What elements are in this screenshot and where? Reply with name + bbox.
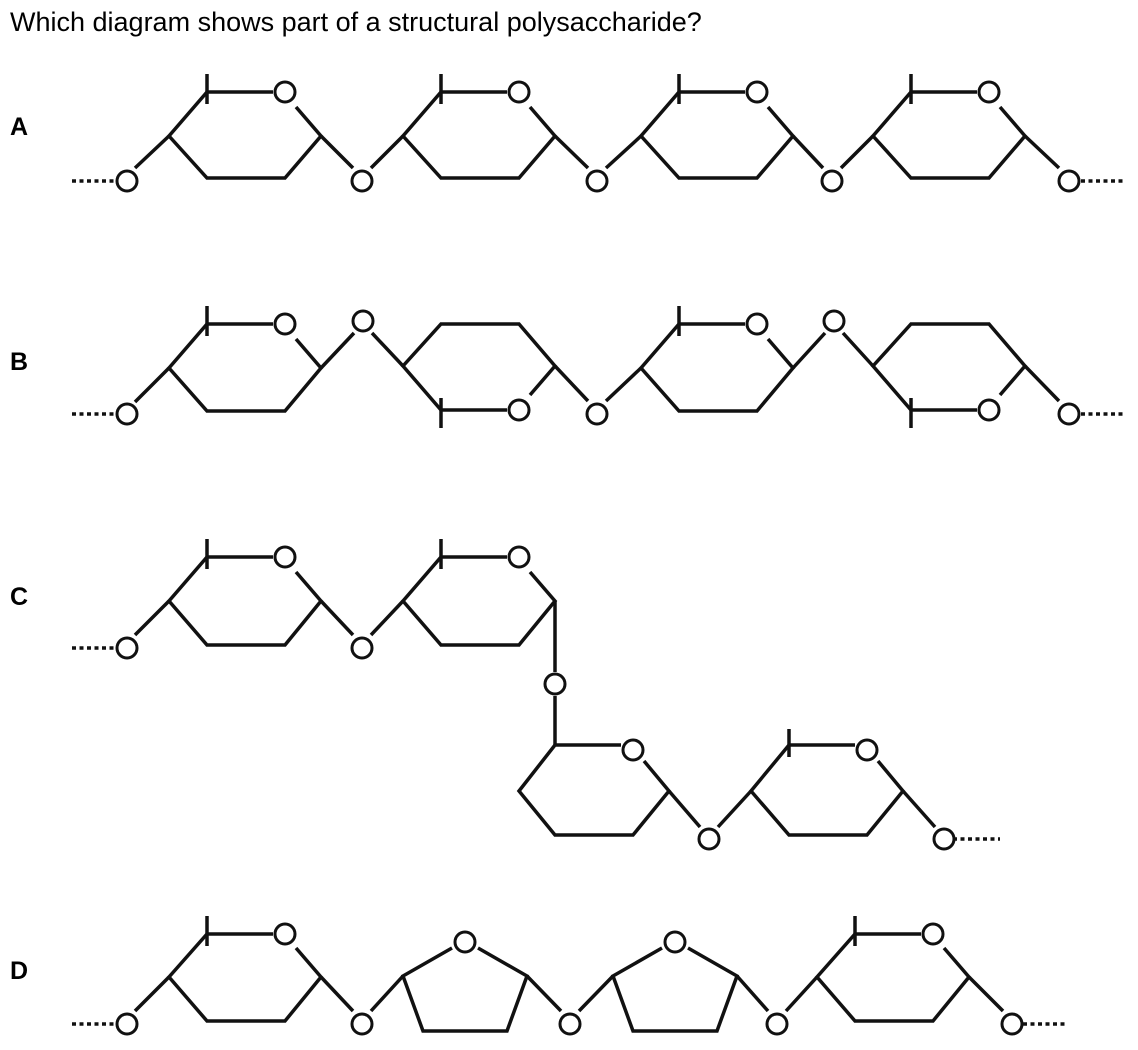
glycosidic-oxygen <box>932 827 956 851</box>
question-text: Which diagram shows part of a structural… <box>10 7 702 37</box>
glycosidic-oxygen <box>350 169 374 193</box>
glucose-ring-1 <box>166 306 324 413</box>
ring-oxygen <box>977 80 1001 104</box>
ring-oxygen <box>273 312 297 336</box>
option-label-b[interactable]: B <box>10 348 29 376</box>
glycosidic-oxygen <box>765 1012 789 1036</box>
ring-oxygen <box>921 922 945 946</box>
diagram-d[interactable] <box>72 916 1068 1036</box>
ring-oxygen <box>621 738 645 762</box>
ring-oxygen <box>273 922 297 946</box>
glucose-ring-1 <box>166 74 324 180</box>
glucose-ring-4 <box>870 74 1028 180</box>
glycosidic-oxygen <box>1000 1012 1024 1036</box>
ring-oxygen <box>453 930 477 954</box>
glucose-ring-3 <box>516 738 672 837</box>
ring-oxygen <box>507 545 531 569</box>
glycosidic-oxygen <box>822 309 846 333</box>
option-label-a[interactable]: A <box>10 113 29 141</box>
glucose-ring-3 <box>638 74 796 180</box>
glucose-ring-2 <box>400 539 558 647</box>
glycosidic-oxygen <box>115 636 139 660</box>
glycosidic-oxygen <box>1057 402 1081 426</box>
ring-oxygen <box>507 398 531 422</box>
ring-oxygen <box>977 398 1001 422</box>
glycosidic-oxygen <box>697 827 721 851</box>
ring-oxygen <box>745 312 769 336</box>
option-label-d[interactable]: D <box>10 957 29 985</box>
glucose-ring-4-inverted <box>870 322 1028 428</box>
glycosidic-oxygen <box>351 309 375 333</box>
diagram-c[interactable] <box>72 539 1000 851</box>
glycosidic-oxygen <box>350 636 374 660</box>
glucose-ring-3 <box>638 306 796 413</box>
pentose-ring-1 <box>400 930 530 1033</box>
ring-oxygen <box>745 80 769 104</box>
glycosidic-oxygen <box>115 402 139 426</box>
glycosidic-oxygen <box>115 1012 139 1036</box>
glucose-ring-4 <box>748 729 906 837</box>
ring-oxygen <box>663 930 687 954</box>
glucose-ring-2 <box>400 74 558 180</box>
glucose-ring-2-inverted <box>400 322 558 428</box>
hexose-ring-1 <box>166 916 324 1023</box>
ring-oxygen <box>273 545 297 569</box>
pentose-ring-2 <box>610 930 740 1033</box>
glycosidic-oxygen <box>585 402 609 426</box>
glycosidic-oxygen <box>115 169 139 193</box>
hexose-ring-2 <box>814 916 972 1023</box>
glycosidic-oxygen <box>350 1012 374 1036</box>
ring-oxygen <box>855 738 879 762</box>
glycosidic-oxygen <box>1057 169 1081 193</box>
glycosidic-oxygen <box>820 169 844 193</box>
diagram-b[interactable] <box>72 306 1125 428</box>
ring-oxygen <box>273 80 297 104</box>
option-label-c[interactable]: C <box>10 583 29 611</box>
ring-oxygen <box>507 80 531 104</box>
glucose-ring-1 <box>166 539 324 647</box>
diagram-a[interactable] <box>72 74 1125 193</box>
glycosidic-oxygen <box>585 169 609 193</box>
glycosidic-oxygen-branch <box>543 672 567 696</box>
glycosidic-oxygen <box>558 1012 582 1036</box>
